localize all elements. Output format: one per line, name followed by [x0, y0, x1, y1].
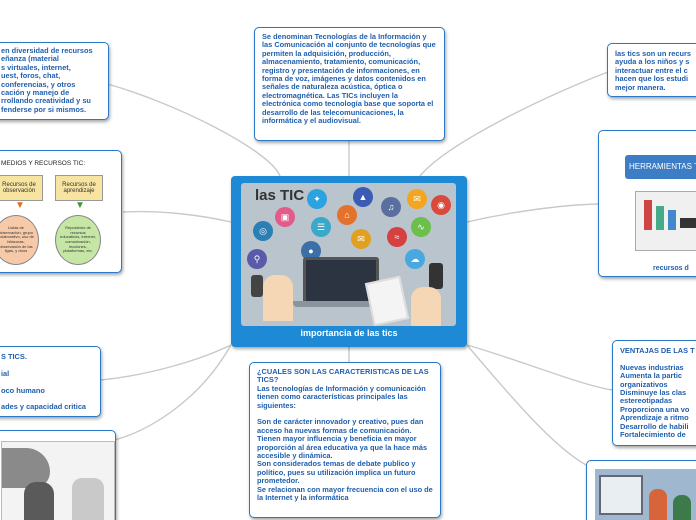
- illustration-title: las TIC: [255, 187, 305, 204]
- cartoon-image: [1, 441, 115, 520]
- book-icon: ☰: [311, 217, 331, 237]
- mail-icon: ✉: [351, 229, 371, 249]
- top-right-text: las tics son un recurs ayuda a los niños…: [615, 49, 691, 92]
- card-left-bottom[interactable]: S TICS. ial oco humano ades y capacidad …: [0, 346, 101, 417]
- central-topic[interactable]: las TIC ✦ ▲ ✉ ♫ ◉ ▣ ☰ ⌂ ∿ ◎ ✉ ● ≈ ☁ ⚲ im…: [231, 176, 467, 347]
- central-topic-label: importancia de las tics: [300, 328, 398, 338]
- laptop-base: [293, 301, 385, 307]
- camera-icon: ◉: [431, 195, 451, 215]
- student-figure: [673, 495, 691, 520]
- person-icon: [656, 206, 664, 230]
- box-observation: Recursos de observación: [0, 175, 43, 201]
- circle-learning: Repositorio de recursos educativos, inte…: [55, 215, 101, 265]
- card-top-left[interactable]: en diversidad de recursos eñanza (materi…: [0, 42, 109, 120]
- tools-image: [635, 191, 696, 251]
- hand-right: [411, 287, 441, 326]
- person-icon: [644, 200, 652, 230]
- student-figure: [649, 489, 667, 520]
- like-icon: ▲: [353, 187, 373, 207]
- tools-banner: HERRAMIENTAS T: [625, 155, 696, 179]
- rss-icon: ∿: [411, 217, 431, 237]
- hand-left: [263, 275, 293, 321]
- home-icon: ⌂: [337, 205, 357, 225]
- card-advantages[interactable]: VENTAJAS DE LAS T Nuevas industrias Aume…: [612, 340, 696, 446]
- chat-icon: ✉: [407, 189, 427, 209]
- phone-icon: [429, 263, 443, 289]
- tools-banner-label: HERRAMIENTAS T: [629, 162, 696, 171]
- cloud-icon: ☁: [405, 249, 425, 269]
- cartoon-person: [24, 482, 54, 520]
- card-definition[interactable]: Se denominan Tecnologías de la Informaci…: [254, 27, 445, 141]
- arrow-down-icon: ▼: [75, 200, 85, 211]
- tablet-icon: [364, 275, 410, 326]
- left-bottom-text: S TICS. ial oco humano ades y capacidad …: [1, 352, 87, 412]
- circle-learning-text: Repositorio de recursos educativos, inte…: [60, 225, 96, 254]
- gamepad-icon: ●: [301, 241, 321, 261]
- card-classroom-image[interactable]: [586, 460, 696, 520]
- circle-observation: Listas de observación, grupo colaborativ…: [0, 215, 39, 265]
- laptop-icon: [303, 257, 379, 305]
- card-tools[interactable]: HERRAMIENTAS T recursos d: [598, 130, 696, 277]
- mobile-icon: [251, 275, 263, 297]
- classroom-image: [595, 469, 696, 520]
- card-cartoon-image[interactable]: [0, 430, 116, 520]
- circle-observation-text: Listas de observación, grupo colaborativ…: [0, 225, 34, 254]
- definition-text: Se denominan Tecnologías de la Informaci…: [262, 32, 436, 126]
- box-observation-label: Recursos de observación: [2, 182, 36, 194]
- cartoon-monster: [2, 448, 50, 488]
- card-characteristics[interactable]: ¿CUALES SON LAS CARACTERISTICAS DE LAS T…: [249, 362, 441, 518]
- globe-icon: ◎: [253, 221, 273, 241]
- device-icons: [680, 218, 696, 228]
- twitter-icon: ✦: [307, 189, 327, 209]
- person-icon: [668, 210, 676, 230]
- instagram-icon: ▣: [275, 207, 295, 227]
- wifi-icon: ≈: [387, 227, 407, 247]
- headphones-icon: ♫: [381, 197, 401, 217]
- whiteboard: [599, 475, 643, 515]
- search-icon: ⚲: [247, 249, 267, 269]
- media-resources-title: MEDIOS Y RECURSOS TIC:: [1, 160, 86, 167]
- tic-illustration: las TIC ✦ ▲ ✉ ♫ ◉ ▣ ☰ ⌂ ∿ ◎ ✉ ● ≈ ☁ ⚲: [241, 183, 456, 326]
- card-top-right[interactable]: las tics son un recurs ayuda a los niños…: [607, 43, 696, 97]
- characteristics-text: ¿CUALES SON LAS CARACTERISTICAS DE LAS T…: [257, 367, 433, 503]
- advantages-text: VENTAJAS DE LAS T Nuevas industrias Aume…: [620, 346, 695, 440]
- card-media-resources[interactable]: MEDIOS Y RECURSOS TIC: Recursos de obser…: [0, 150, 122, 273]
- top-left-text: en diversidad de recursos eñanza (materi…: [1, 46, 93, 114]
- cartoon-figure: [72, 478, 104, 520]
- tools-caption: recursos d: [653, 265, 689, 272]
- arrow-down-icon: ▼: [15, 200, 25, 211]
- box-learning: Recursos de aprendizaje: [55, 175, 103, 201]
- box-learning-label: Recursos de aprendizaje: [62, 182, 96, 194]
